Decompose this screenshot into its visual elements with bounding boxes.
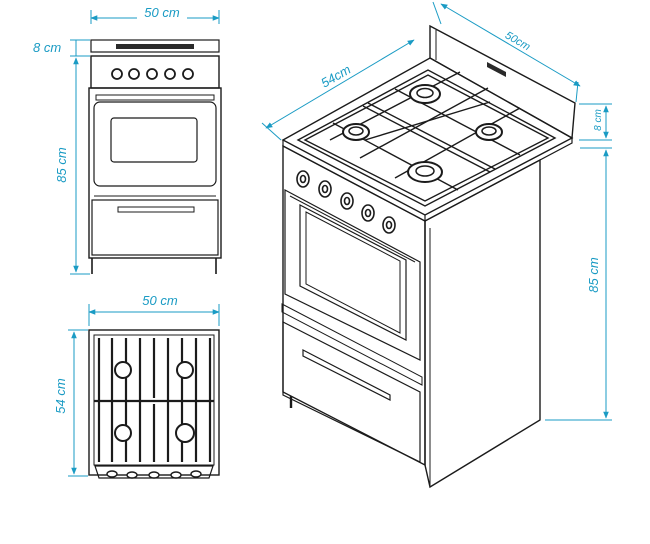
- iso-side-face: [424, 158, 541, 489]
- iso-top-height-label: 8 cm: [593, 109, 604, 131]
- top-view: 50 cm 54 cm: [53, 293, 220, 479]
- isometric-view: 54cm 50cm 8 cm 85 cm: [261, 1, 612, 489]
- knob-icon: [340, 192, 354, 210]
- knob-icon: [382, 216, 396, 234]
- iso-divider: [281, 303, 423, 386]
- burner-icon: [175, 423, 195, 443]
- knob-icon: [296, 170, 310, 188]
- front-back-panel: [90, 39, 220, 53]
- front-knobs: [111, 68, 194, 80]
- front-drawer-handle: [117, 206, 195, 213]
- front-control-panel: [90, 55, 220, 89]
- iso-oven-window-outer: [299, 204, 407, 341]
- iso-width-dim-line: [440, 3, 581, 87]
- knob-icon: [164, 68, 176, 80]
- iso-oven-door: [284, 189, 421, 361]
- top-height-label: 8 cm: [33, 40, 61, 55]
- burner-icon: [114, 424, 132, 442]
- knob-icon: [146, 68, 158, 80]
- dim-ext: [261, 122, 282, 141]
- burner-icon: [409, 84, 441, 104]
- burner-icon: [475, 123, 503, 141]
- iso-oven-window-inner: [305, 211, 401, 334]
- iso-drawer-handle: [302, 349, 391, 401]
- top-depth-label: 54 cm: [53, 378, 68, 414]
- knob-icon: [128, 68, 140, 80]
- burner-icon: [114, 361, 132, 379]
- dim-ext: [432, 1, 442, 25]
- burner-icon: [407, 161, 443, 183]
- burner-icon: [342, 123, 370, 141]
- iso-height-label: 85 cm: [586, 257, 601, 293]
- iso-front-face: [282, 144, 426, 467]
- iso-oven-handle: [289, 195, 416, 263]
- iso-depth-dim-line: [265, 39, 415, 129]
- top-width-label: 50 cm: [142, 293, 178, 308]
- label-bg: [133, 293, 187, 309]
- front-brand-strip: [116, 44, 194, 49]
- iso-width-label: 50cm: [503, 29, 532, 53]
- front-oven-door: [93, 101, 217, 187]
- knob-icon: [361, 204, 375, 222]
- dim-ext: [575, 81, 579, 103]
- front-view: 50 cm 8 cm 85 cm: [33, 5, 222, 275]
- knob-icon: [111, 68, 123, 80]
- top-knobs: [106, 470, 202, 479]
- iso-burners: [342, 84, 503, 183]
- top-control-strip: [94, 465, 214, 479]
- front-height-label: 85 cm: [54, 147, 69, 183]
- knob-icon: [182, 68, 194, 80]
- iso-knobs: [296, 170, 396, 234]
- front-oven-handle: [95, 94, 215, 101]
- burner-icon: [176, 361, 194, 379]
- top-grates: [94, 338, 214, 462]
- label-bg: [137, 6, 187, 22]
- front-drawer: [91, 199, 219, 256]
- front-width-label: 50 cm: [144, 5, 180, 20]
- top-burners: [114, 361, 195, 443]
- iso-drawer: [282, 321, 421, 463]
- knob-icon: [318, 180, 332, 198]
- front-body: [88, 87, 222, 259]
- front-oven-window: [110, 117, 198, 163]
